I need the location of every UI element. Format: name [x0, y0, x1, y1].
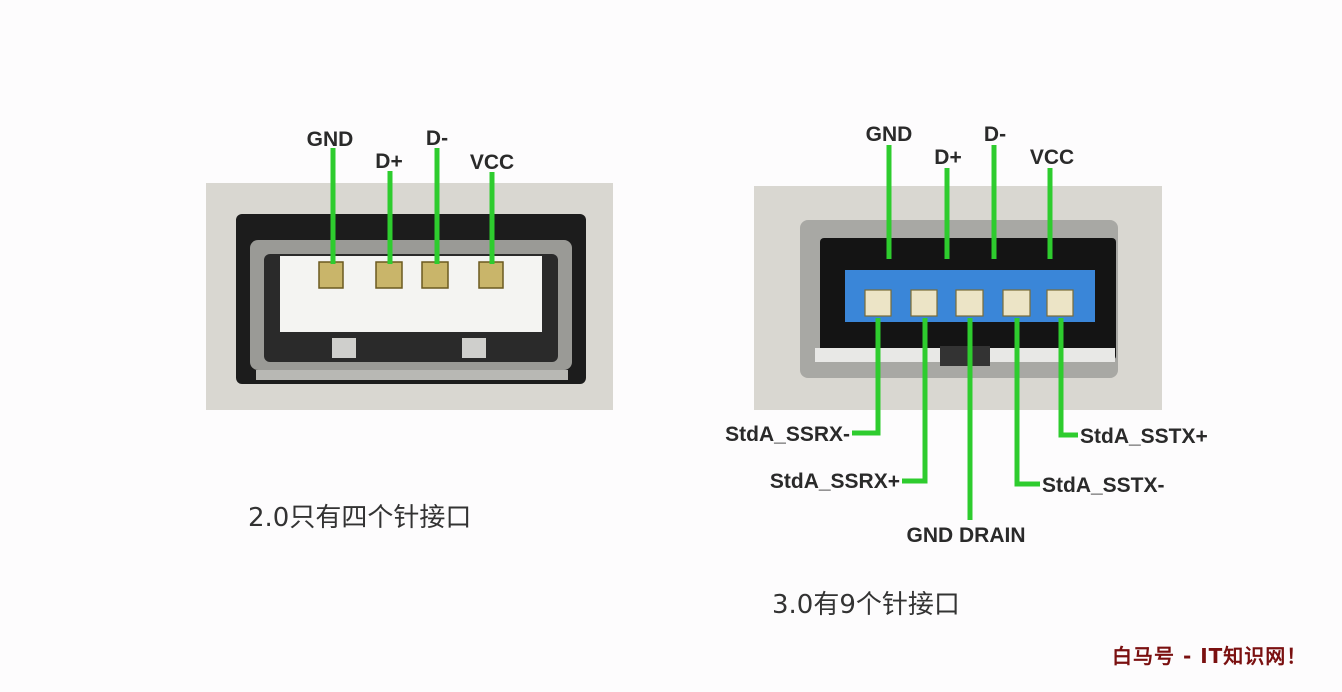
pin-label: StdA_SSTX+	[1080, 425, 1208, 448]
wire	[1014, 318, 1040, 487]
usb2-lip	[256, 370, 568, 380]
wire	[1058, 318, 1078, 438]
pin-label: VCC	[1030, 146, 1074, 169]
pin-label: GND	[866, 123, 913, 146]
usb2-latch	[462, 338, 486, 358]
pin-label: StdA_SSTX-	[1042, 474, 1165, 497]
pin-label: D+	[375, 150, 402, 173]
pin-label: D+	[934, 146, 961, 169]
usb3-connector: GND D+ D- VCC StdA_SSRX- StdA_SSRX+ GND …	[725, 123, 1208, 547]
watermark: 白马号 - IT知识网！	[1112, 644, 1308, 668]
usb2-pin	[478, 261, 504, 289]
usb3-pin	[1002, 289, 1031, 317]
wire	[902, 318, 928, 484]
wire	[852, 318, 881, 436]
pin-label: D-	[984, 123, 1006, 146]
usb3-caption: 3.0有9个针接口	[772, 590, 960, 620]
pin-label: D-	[426, 127, 448, 150]
usb2-connector: GND D+ D- VCC	[206, 127, 613, 410]
pin-label: StdA_SSRX+	[770, 470, 900, 493]
usb3-pin	[1046, 289, 1074, 317]
usb2-latch	[332, 338, 356, 358]
usb2-pin	[375, 261, 403, 289]
usb3-latch	[940, 346, 990, 366]
usb3-pin	[955, 289, 984, 317]
usb3-pin	[910, 289, 938, 317]
usb3-pin	[864, 289, 892, 317]
usb2-pin	[318, 261, 344, 289]
pin-label: GND DRAIN	[907, 524, 1026, 547]
usb2-pin	[421, 261, 449, 289]
pin-label: GND	[307, 128, 354, 151]
pin-label: VCC	[470, 151, 514, 174]
usb2-caption: 2.0只有四个针接口	[248, 503, 472, 533]
pin-label: StdA_SSRX-	[725, 423, 850, 446]
